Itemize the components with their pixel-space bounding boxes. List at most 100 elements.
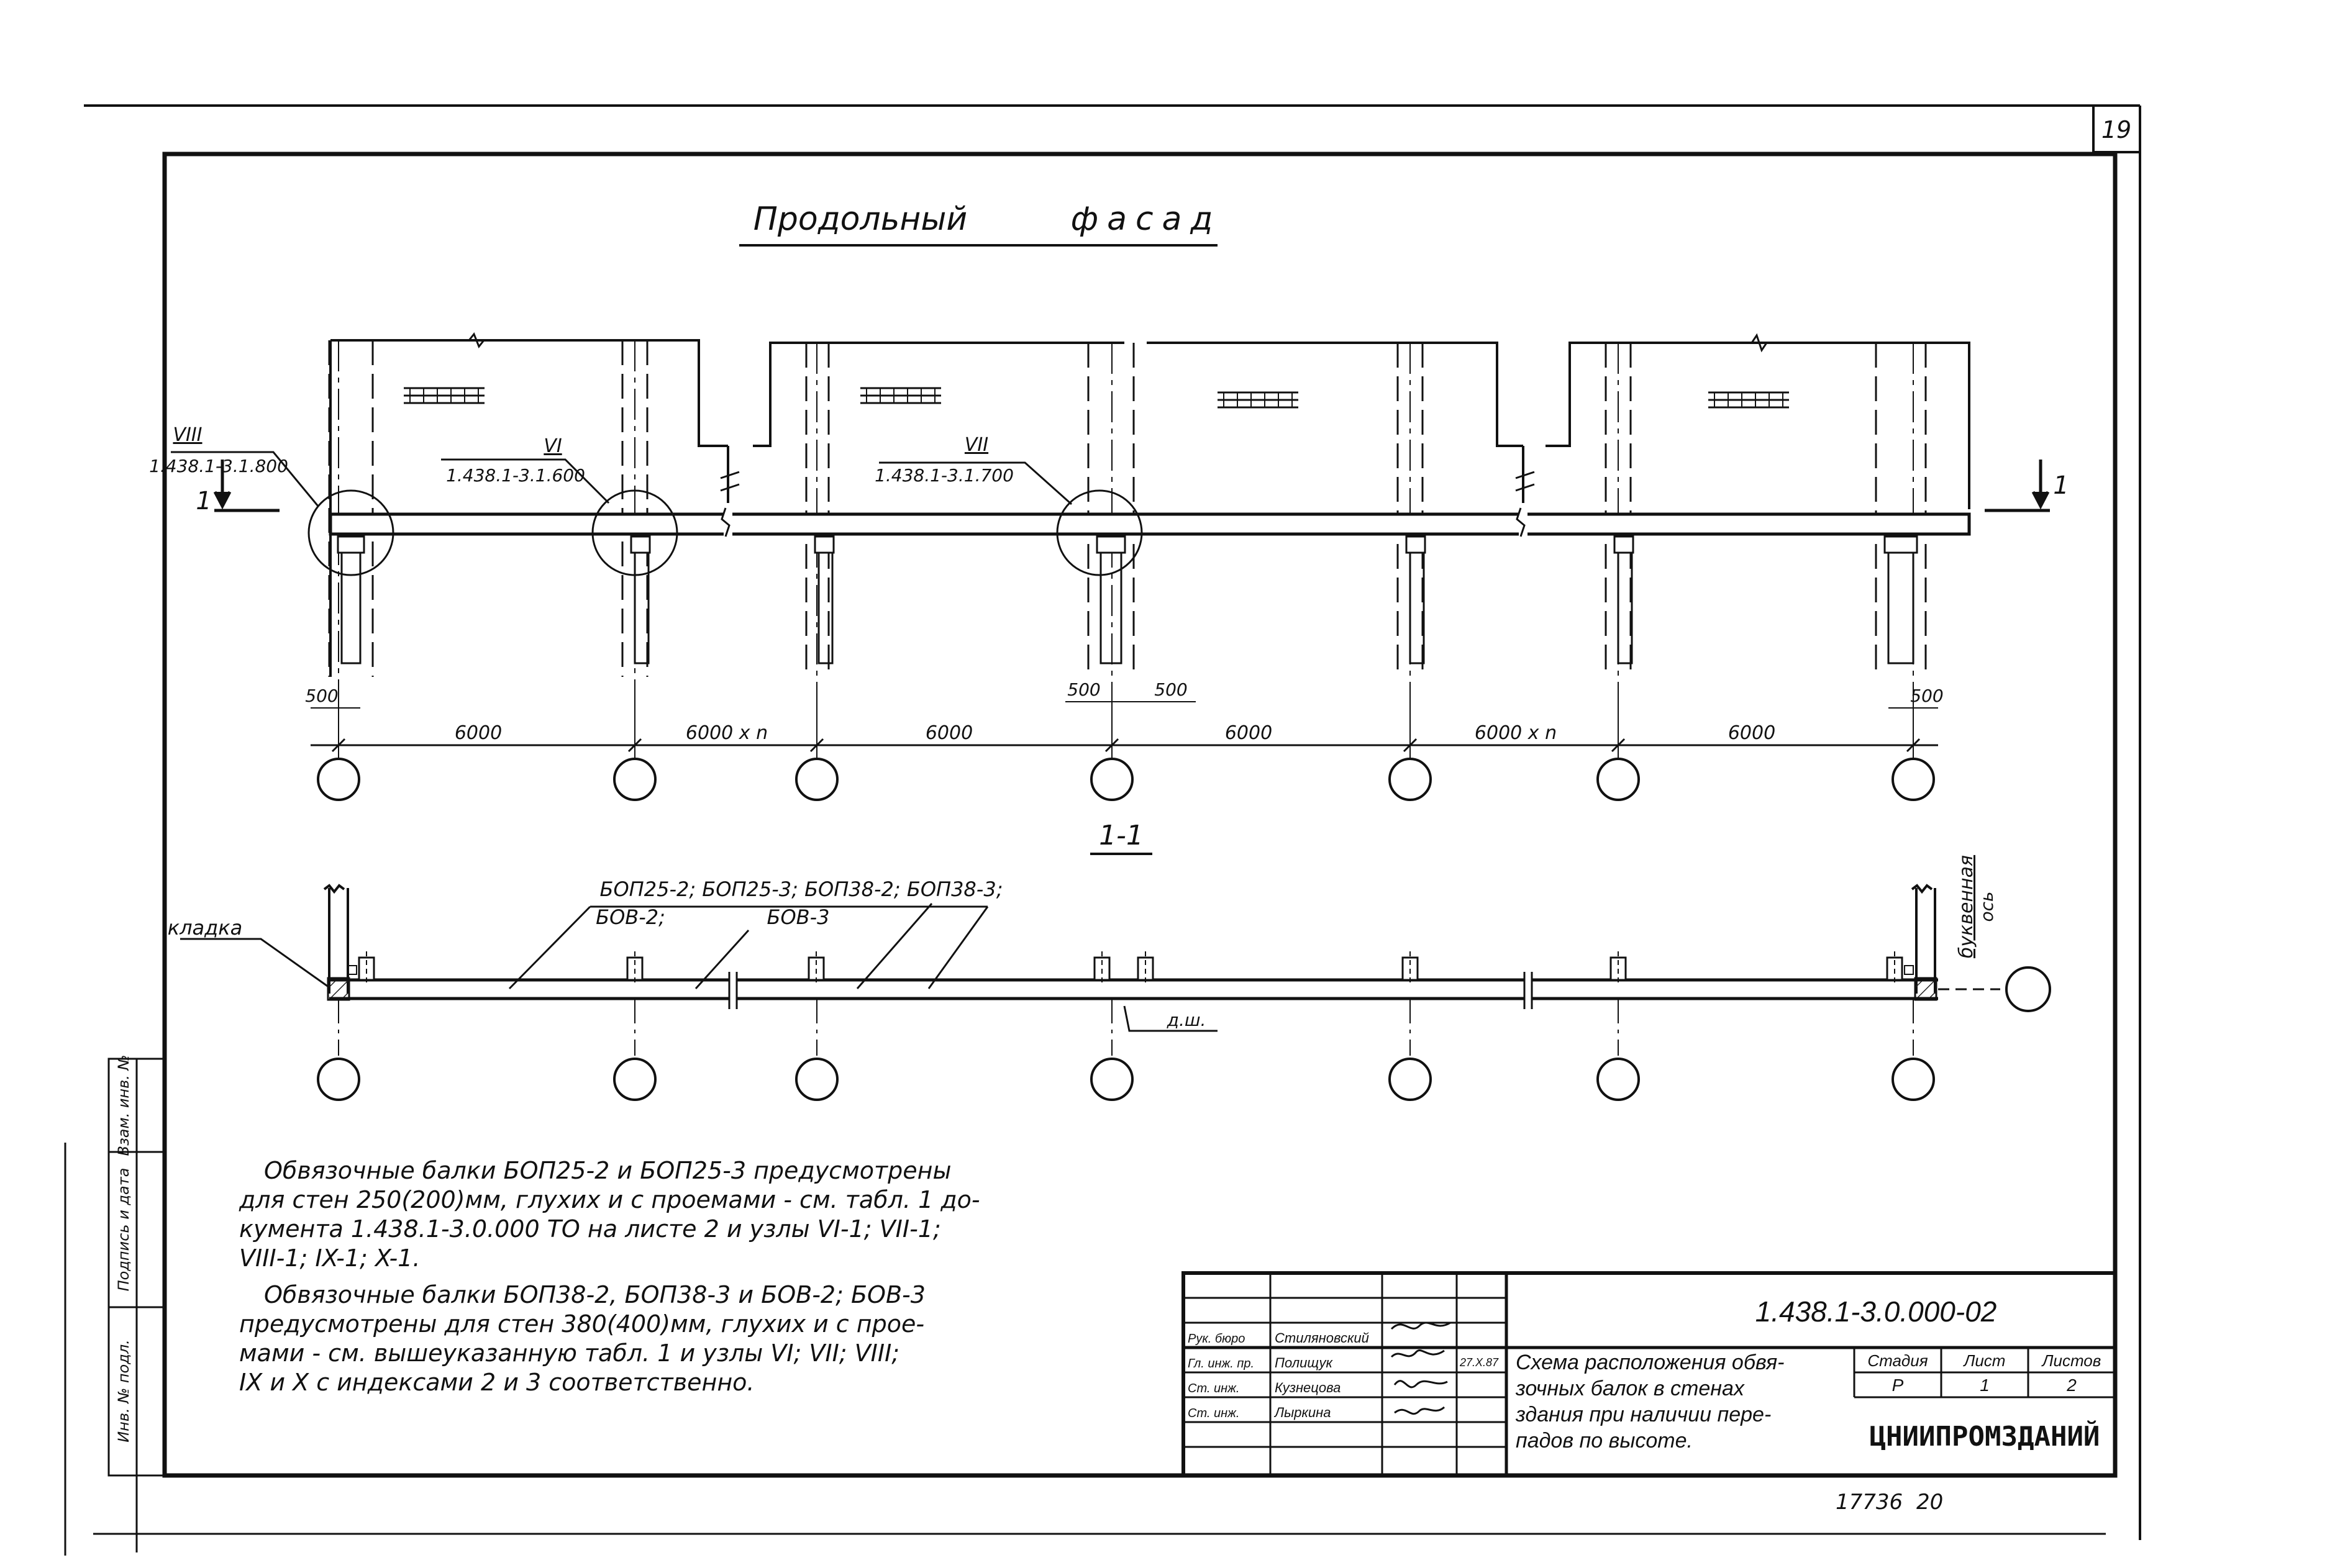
letter-axis-circle bbox=[2005, 966, 2051, 1012]
masonry-hatch-right bbox=[1914, 977, 1937, 1001]
dim-span-6: 6000 bbox=[1728, 722, 1775, 744]
axis-circle-section-7 bbox=[1892, 1058, 1935, 1101]
archive-number: 17736 bbox=[1836, 1490, 1903, 1515]
tb-row1-name: Стиляновский bbox=[1275, 1330, 1369, 1346]
section-plan: кладка БОП25-2; БОП25-3; БОП38-2; БОП38-… bbox=[168, 855, 2051, 1101]
column-post-4 bbox=[1099, 538, 1122, 664]
section-column-posts bbox=[347, 951, 1914, 986]
beam-bearing-6 bbox=[1613, 535, 1634, 554]
dimension-tick-2 bbox=[627, 738, 642, 753]
axis-circle-section-3 bbox=[795, 1058, 839, 1101]
dim-offset-mid-right: 500 bbox=[1154, 679, 1187, 700]
stage-header: Стадия bbox=[1867, 1351, 1928, 1370]
sheet-frame bbox=[64, 104, 2141, 1556]
dim-offset-left: 500 bbox=[305, 686, 338, 706]
tb-row4-role: Ст. инж. bbox=[1188, 1407, 1239, 1420]
note2-line1: Обвязочные балки БОП38-2, БОП38-3 и БОВ-… bbox=[264, 1281, 926, 1308]
axis-circle-facade-2 bbox=[613, 758, 657, 801]
masonry-label: кладка bbox=[168, 916, 242, 940]
section-title: 1-1 bbox=[1099, 820, 1144, 851]
node-circle-viii bbox=[307, 489, 394, 576]
callout-viii-ref: 1.438.1-3.1.800 bbox=[149, 456, 288, 476]
joint-label: д.ш. bbox=[1167, 1010, 1206, 1030]
beam-bearing-3 bbox=[814, 535, 835, 554]
dim-offset-right: 500 bbox=[1910, 686, 1943, 706]
tb-row3-name: Кузнецова bbox=[1275, 1380, 1341, 1395]
brick-symbol-3 bbox=[1218, 391, 1298, 409]
note1-line2: для стен 250(200)мм, глухих и с проемами… bbox=[239, 1186, 980, 1213]
drawing-title-line4: падов по высоте. bbox=[1516, 1429, 1693, 1452]
facade-axis-circles bbox=[317, 758, 1935, 801]
beam-types-line1: БОП25-2; БОП25-3; БОП38-2; БОП38-3; bbox=[600, 877, 1003, 901]
drawing-title-line3: здания при наличии пере- bbox=[1515, 1403, 1771, 1426]
tb-row2-role: Гл. инж. пр. bbox=[1188, 1357, 1254, 1371]
node-circle-vii bbox=[1056, 489, 1143, 576]
sheet-value: 1 bbox=[1980, 1375, 1990, 1395]
beam-types-line2a: БОВ-2; bbox=[596, 905, 665, 929]
dim-span-1: 6000 bbox=[455, 722, 502, 744]
stage-value: Р bbox=[1892, 1375, 1904, 1395]
callout-vii-ref: 1.438.1-3.1.700 bbox=[875, 465, 1014, 486]
title-block bbox=[1181, 1271, 2117, 1477]
tb-row2-name: Полищук bbox=[1275, 1355, 1334, 1371]
dim-span-4: 6000 bbox=[1225, 722, 1272, 744]
note2-line2: предусмотрены для стен 380(400)мм, глухи… bbox=[239, 1310, 924, 1338]
brick-masonry-symbols bbox=[404, 387, 1789, 409]
organization-name: ЦНИИПРОМЗДАНИЙ bbox=[1870, 1420, 2100, 1452]
masonry-hatch-left bbox=[327, 977, 350, 1001]
node-callout-circles bbox=[171, 451, 1143, 576]
facade-title-word2: фасад bbox=[1071, 201, 1222, 238]
axis-circle-facade-7 bbox=[1892, 758, 1935, 801]
column-post-7 bbox=[1887, 538, 1914, 664]
axis-circle-facade-5 bbox=[1388, 758, 1432, 801]
section-beam-band bbox=[329, 972, 2000, 1009]
dimension-tick-7 bbox=[1906, 738, 1921, 753]
dimension-tick-1 bbox=[331, 738, 346, 753]
dim-span-2: 6000 x n bbox=[686, 722, 768, 744]
note2-line4: IX и X с индексами 2 и 3 соответственно. bbox=[239, 1369, 755, 1396]
beam-bearing-7 bbox=[1883, 535, 1918, 554]
drawing-notes: Обвязочные балки БОП25-2 и БОП25-3 преду… bbox=[239, 1157, 980, 1396]
sheets-value: 2 bbox=[2066, 1375, 2077, 1395]
callout-vi-roman: VI bbox=[544, 435, 562, 457]
drawing-title-line1: Схема расположения обвя- bbox=[1516, 1351, 1784, 1374]
drawing-title-line2: зочных балок в стенах bbox=[1515, 1377, 1745, 1400]
section-axis-circles bbox=[317, 999, 1935, 1101]
facade-elevation: VIII 1.438.1-3.1.800 VI 1.438.1-3.1.600 … bbox=[149, 332, 2069, 801]
beam-label-leaders bbox=[180, 903, 1218, 1032]
side-stamp bbox=[107, 1058, 166, 1477]
dimension-tick-3 bbox=[809, 738, 824, 753]
section-mark-left: 1 bbox=[196, 487, 211, 515]
axis-label-line2: ось bbox=[1977, 891, 1997, 922]
brick-symbol-2 bbox=[860, 387, 941, 404]
axis-circle-facade-1 bbox=[317, 758, 360, 801]
axis-circle-section-1 bbox=[317, 1058, 360, 1101]
column-post-1 bbox=[340, 538, 362, 664]
tb-row4-name: Лыркина bbox=[1273, 1405, 1331, 1420]
tb-row2-date: 27.X.87 bbox=[1459, 1356, 1499, 1369]
facade-title-word1: Продольный bbox=[753, 201, 967, 238]
side-stamp-original-inventory: Инв. № подл. bbox=[115, 1339, 132, 1443]
brick-symbol-1 bbox=[404, 387, 485, 404]
beam-bearing-2 bbox=[630, 535, 651, 554]
archive-suffix: 20 bbox=[1916, 1490, 1943, 1515]
callout-vi-ref: 1.438.1-3.1.600 bbox=[446, 465, 585, 486]
side-stamp-signature-date: Подпись и дата bbox=[115, 1168, 132, 1292]
note2-line3: мами - см. вышеуказанную табл. 1 и узлы … bbox=[239, 1339, 899, 1367]
sheet-header: Лист bbox=[1963, 1351, 2006, 1370]
callout-vii-roman: VII bbox=[965, 434, 988, 456]
axis-circle-facade-3 bbox=[795, 758, 839, 801]
sheets-header: Листов bbox=[2041, 1351, 2101, 1370]
axis-circle-facade-4 bbox=[1090, 758, 1134, 801]
axis-circle-facade-6 bbox=[1596, 758, 1640, 801]
beam-types-line2b: БОВ-3 bbox=[767, 905, 830, 929]
brick-symbol-4 bbox=[1708, 391, 1789, 409]
page-number: 19 bbox=[2101, 116, 2131, 143]
beam-bearing-1 bbox=[337, 535, 365, 554]
facade-tie-beam bbox=[329, 507, 1971, 540]
section-marks bbox=[213, 460, 2050, 512]
facade-wall-outlines bbox=[329, 339, 1970, 677]
beam-bearing-5 bbox=[1405, 535, 1426, 554]
